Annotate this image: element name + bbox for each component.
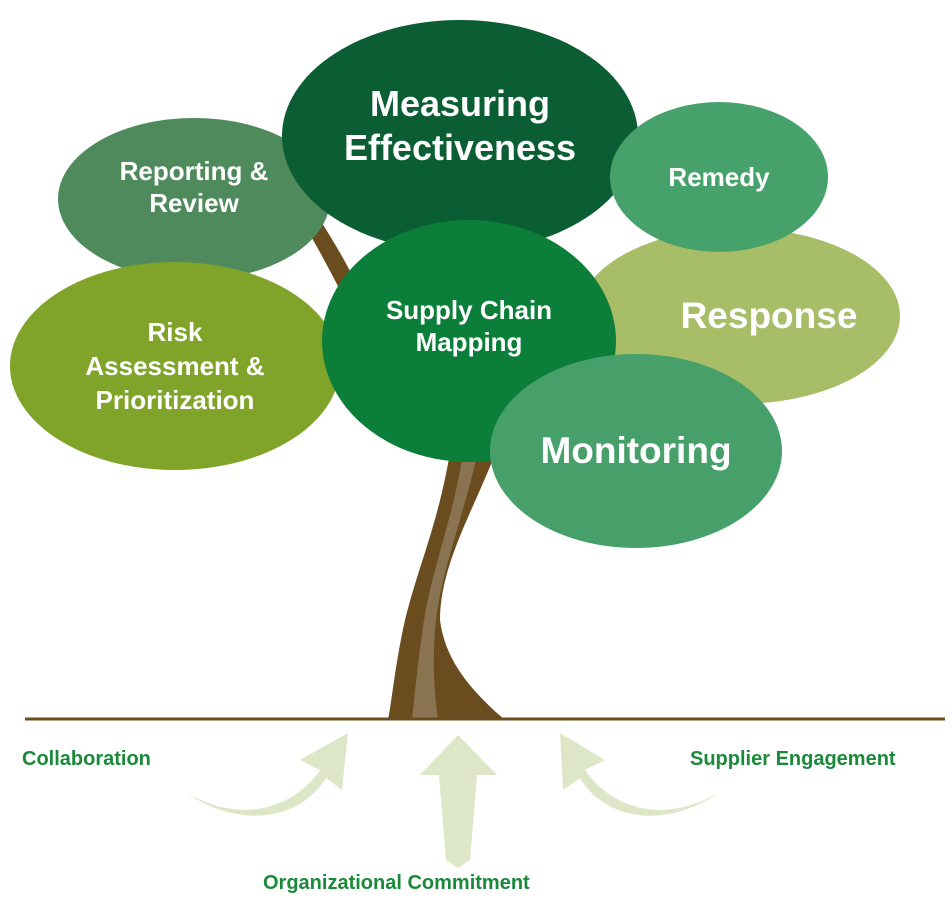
remedy-label: Remedy bbox=[668, 161, 770, 192]
supply-chain-label-line2: Mapping bbox=[415, 327, 523, 357]
risk-label-line3: Prioritization bbox=[95, 385, 255, 415]
response-label: Response bbox=[680, 295, 858, 336]
measuring-label-line2: Effectiveness bbox=[343, 127, 577, 168]
bubble-risk-assessment: Risk Assessment & Prioritization bbox=[10, 262, 340, 470]
bubble-monitoring: Monitoring bbox=[490, 354, 782, 548]
arrow-up-center bbox=[420, 735, 497, 868]
trunk-highlight bbox=[412, 460, 476, 720]
supplier-engagement-label: Supplier Engagement bbox=[690, 748, 896, 770]
bubble-measuring-effectiveness: Measuring Effectiveness bbox=[282, 20, 638, 252]
monitoring-label: Monitoring bbox=[540, 430, 732, 471]
arrow-right-curved bbox=[560, 733, 720, 816]
reporting-label-line1: Reporting & bbox=[119, 156, 269, 186]
arrow-left-curved bbox=[185, 733, 348, 816]
reporting-label-line2: Review bbox=[149, 188, 239, 218]
organizational-commitment-label: Organizational Commitment bbox=[263, 872, 530, 894]
risk-label-line1: Risk bbox=[147, 317, 203, 347]
risk-label-line2: Assessment & bbox=[85, 351, 265, 381]
collaboration-label: Collaboration bbox=[22, 748, 151, 770]
supply-chain-label-line1: Supply Chain bbox=[385, 295, 553, 325]
bubble-remedy: Remedy bbox=[610, 102, 828, 252]
bubble-supply-chain-mapping: Supply Chain Mapping bbox=[322, 220, 616, 462]
trunk bbox=[388, 440, 505, 720]
measuring-label-line1: Measuring bbox=[369, 83, 551, 124]
